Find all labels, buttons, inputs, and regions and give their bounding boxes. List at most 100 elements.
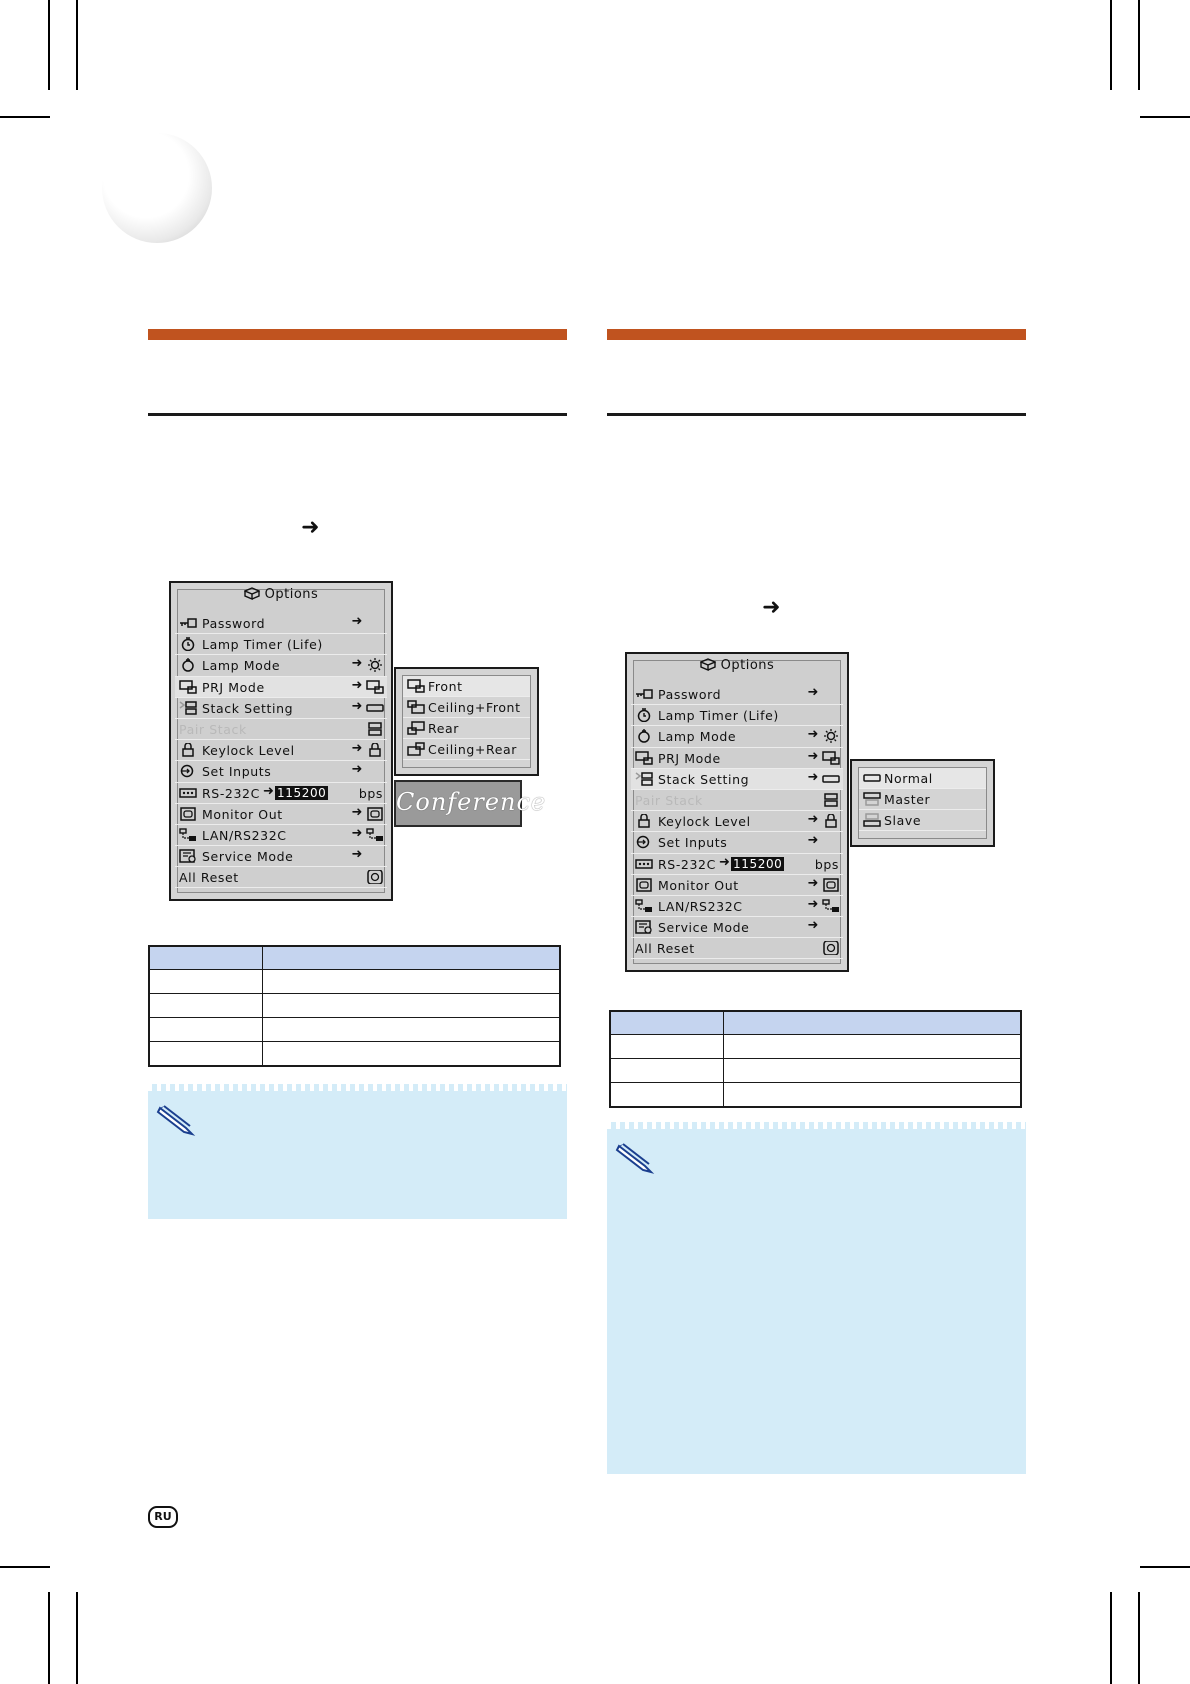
projector-rear-icon <box>407 721 425 735</box>
menu-item-prj-mode[interactable]: PRJ Mode ➜ <box>175 676 387 698</box>
arrow-right-icon: ➜ <box>351 698 363 714</box>
menu-item-set-inputs[interactable]: Set Inputs ➜ <box>631 832 843 854</box>
timer-icon <box>637 708 651 723</box>
conference-label: Conference <box>394 780 545 827</box>
arrow-right-icon: ➜ <box>807 769 819 785</box>
table-cell <box>609 1034 724 1059</box>
lock-icon <box>369 743 381 757</box>
table-left <box>148 945 561 1067</box>
arrow-right-icon: ➜ <box>301 515 320 540</box>
table-cell <box>148 993 263 1018</box>
table-row <box>148 993 561 1018</box>
table-cell <box>148 969 263 994</box>
table-cell <box>262 993 561 1018</box>
lan-icon <box>366 828 383 841</box>
lock-icon <box>825 814 837 828</box>
menu-item-monitor-out[interactable]: Monitor Out ➜ <box>175 804 387 825</box>
prj-option-front[interactable]: Front <box>403 676 530 697</box>
menu-item-service-mode[interactable]: Service Mode ➜ <box>175 846 387 868</box>
arrow-right-icon: ➜ <box>807 918 819 934</box>
prj-option-rear[interactable]: Rear <box>403 718 530 739</box>
menu-item-keylock-level[interactable]: Keylock Level ➜ <box>175 740 387 762</box>
table-row <box>148 1041 561 1067</box>
note-box-left <box>148 1084 567 1219</box>
table-cell <box>723 1082 1022 1108</box>
options-menu-rows: Password ➜ Lamp Timer (Life) Lamp Mode ➜… <box>175 613 387 889</box>
arrow-right-icon: ➜ <box>351 847 363 863</box>
table-cell <box>262 1041 561 1067</box>
lamp-icon <box>638 729 650 744</box>
projector-icon <box>822 750 840 765</box>
menu-item-all-reset[interactable]: All Reset <box>175 867 387 889</box>
bar-icon <box>366 704 384 712</box>
menu-item-monitor-out[interactable]: Monitor Out ➜ <box>631 875 843 896</box>
baud-rate-value: 115200 <box>731 856 785 871</box>
crop-mark <box>1138 0 1140 90</box>
pencil-icon <box>615 1143 655 1174</box>
menu-item-keylock-level[interactable]: Keylock Level ➜ <box>631 811 843 833</box>
menu-item-rs232c[interactable]: RS-232C ➜ 115200 bps <box>175 783 387 804</box>
menu-item-password[interactable]: Password ➜ <box>631 684 843 706</box>
arrow-right-icon: ➜ <box>351 614 363 629</box>
menu-item-lamp-mode[interactable]: Lamp Mode ➜ <box>631 726 843 748</box>
lock-icon <box>638 814 650 828</box>
menu-item-service-mode[interactable]: Service Mode ➜ <box>631 917 843 939</box>
note-box-dashed-top <box>607 1122 1026 1129</box>
baud-rate-value: 115200 <box>275 785 329 800</box>
menu-item-rs232c[interactable]: RS-232C ➜ 115200 bps <box>631 854 843 875</box>
lock-icon <box>182 743 194 757</box>
monitor-icon <box>180 806 196 821</box>
note-box-right <box>607 1122 1026 1474</box>
submenu-frame: Normal Master Slave <box>858 767 987 839</box>
crop-mark <box>48 1592 50 1684</box>
arrow-right-icon: ➜ <box>807 812 819 828</box>
timer-icon <box>181 637 195 652</box>
table-header-cell <box>723 1010 1022 1035</box>
table-cell <box>723 1034 1022 1059</box>
sun-icon <box>824 729 838 744</box>
stack-option-normal[interactable]: Normal <box>859 768 986 789</box>
menu-item-lan-rs232c[interactable]: LAN/RS232C ➜ <box>175 825 387 847</box>
arrow-right-icon: ➜ <box>351 741 363 757</box>
stack-option-slave[interactable]: Slave <box>859 810 986 831</box>
note-box-dashed-top <box>148 1084 567 1091</box>
menu-item-all-reset[interactable]: All Reset <box>631 938 843 960</box>
menu-item-lamp-timer[interactable]: Lamp Timer (Life) <box>175 634 387 656</box>
menu-item-prj-mode[interactable]: PRJ Mode ➜ <box>631 748 843 769</box>
baud-rate-unit: bps <box>358 785 383 801</box>
menu-item-stack-setting[interactable]: Stack Setting ➜ <box>175 698 387 719</box>
options-menu-title: Options <box>627 658 847 680</box>
arrow-right-icon: ➜ <box>807 875 819 891</box>
table-row <box>609 1034 1022 1059</box>
menu-item-lamp-mode[interactable]: Lamp Mode ➜ <box>175 655 387 677</box>
stack-option-master[interactable]: Master <box>859 789 986 810</box>
projector-ceiling-rear-icon <box>407 742 425 756</box>
arrow-right-icon: ➜ <box>807 727 819 743</box>
menu-item-lamp-timer[interactable]: Lamp Timer (Life) <box>631 705 843 727</box>
menu-item-lan-rs232c[interactable]: LAN/RS232C ➜ <box>631 896 843 918</box>
table-cell <box>723 1058 1022 1083</box>
table-header-cell <box>148 945 263 970</box>
section-rule-left <box>148 413 567 416</box>
table-row <box>148 969 561 994</box>
section-bar-left <box>148 329 567 340</box>
table-right <box>609 1010 1022 1108</box>
arrow-right-icon: ➜ <box>762 595 781 620</box>
language-badge: RU <box>148 1506 178 1528</box>
chapter-circle-decoration <box>102 133 212 243</box>
rs232c-icon <box>179 787 197 798</box>
monitor-icon <box>823 877 839 892</box>
arrow-right-icon: ➜ <box>807 685 819 700</box>
menu-item-password[interactable]: Password ➜ <box>175 613 387 635</box>
reset-icon <box>367 870 383 885</box>
key-icon <box>180 618 197 628</box>
lan-icon <box>179 828 196 841</box>
crop-mark <box>1140 1566 1190 1568</box>
arrow-right-icon: ➜ <box>263 783 275 799</box>
menu-item-stack-setting[interactable]: Stack Setting ➜ <box>631 768 843 790</box>
prj-option-ceiling-front[interactable]: Ceiling+Front <box>403 697 530 718</box>
options-menu-right: Options Password ➜ Lamp Timer (Life) Lam… <box>625 652 849 972</box>
table-row <box>609 1082 1022 1108</box>
prj-option-ceiling-rear[interactable]: Ceiling+Rear <box>403 739 530 760</box>
menu-item-set-inputs[interactable]: Set Inputs ➜ <box>175 761 387 783</box>
